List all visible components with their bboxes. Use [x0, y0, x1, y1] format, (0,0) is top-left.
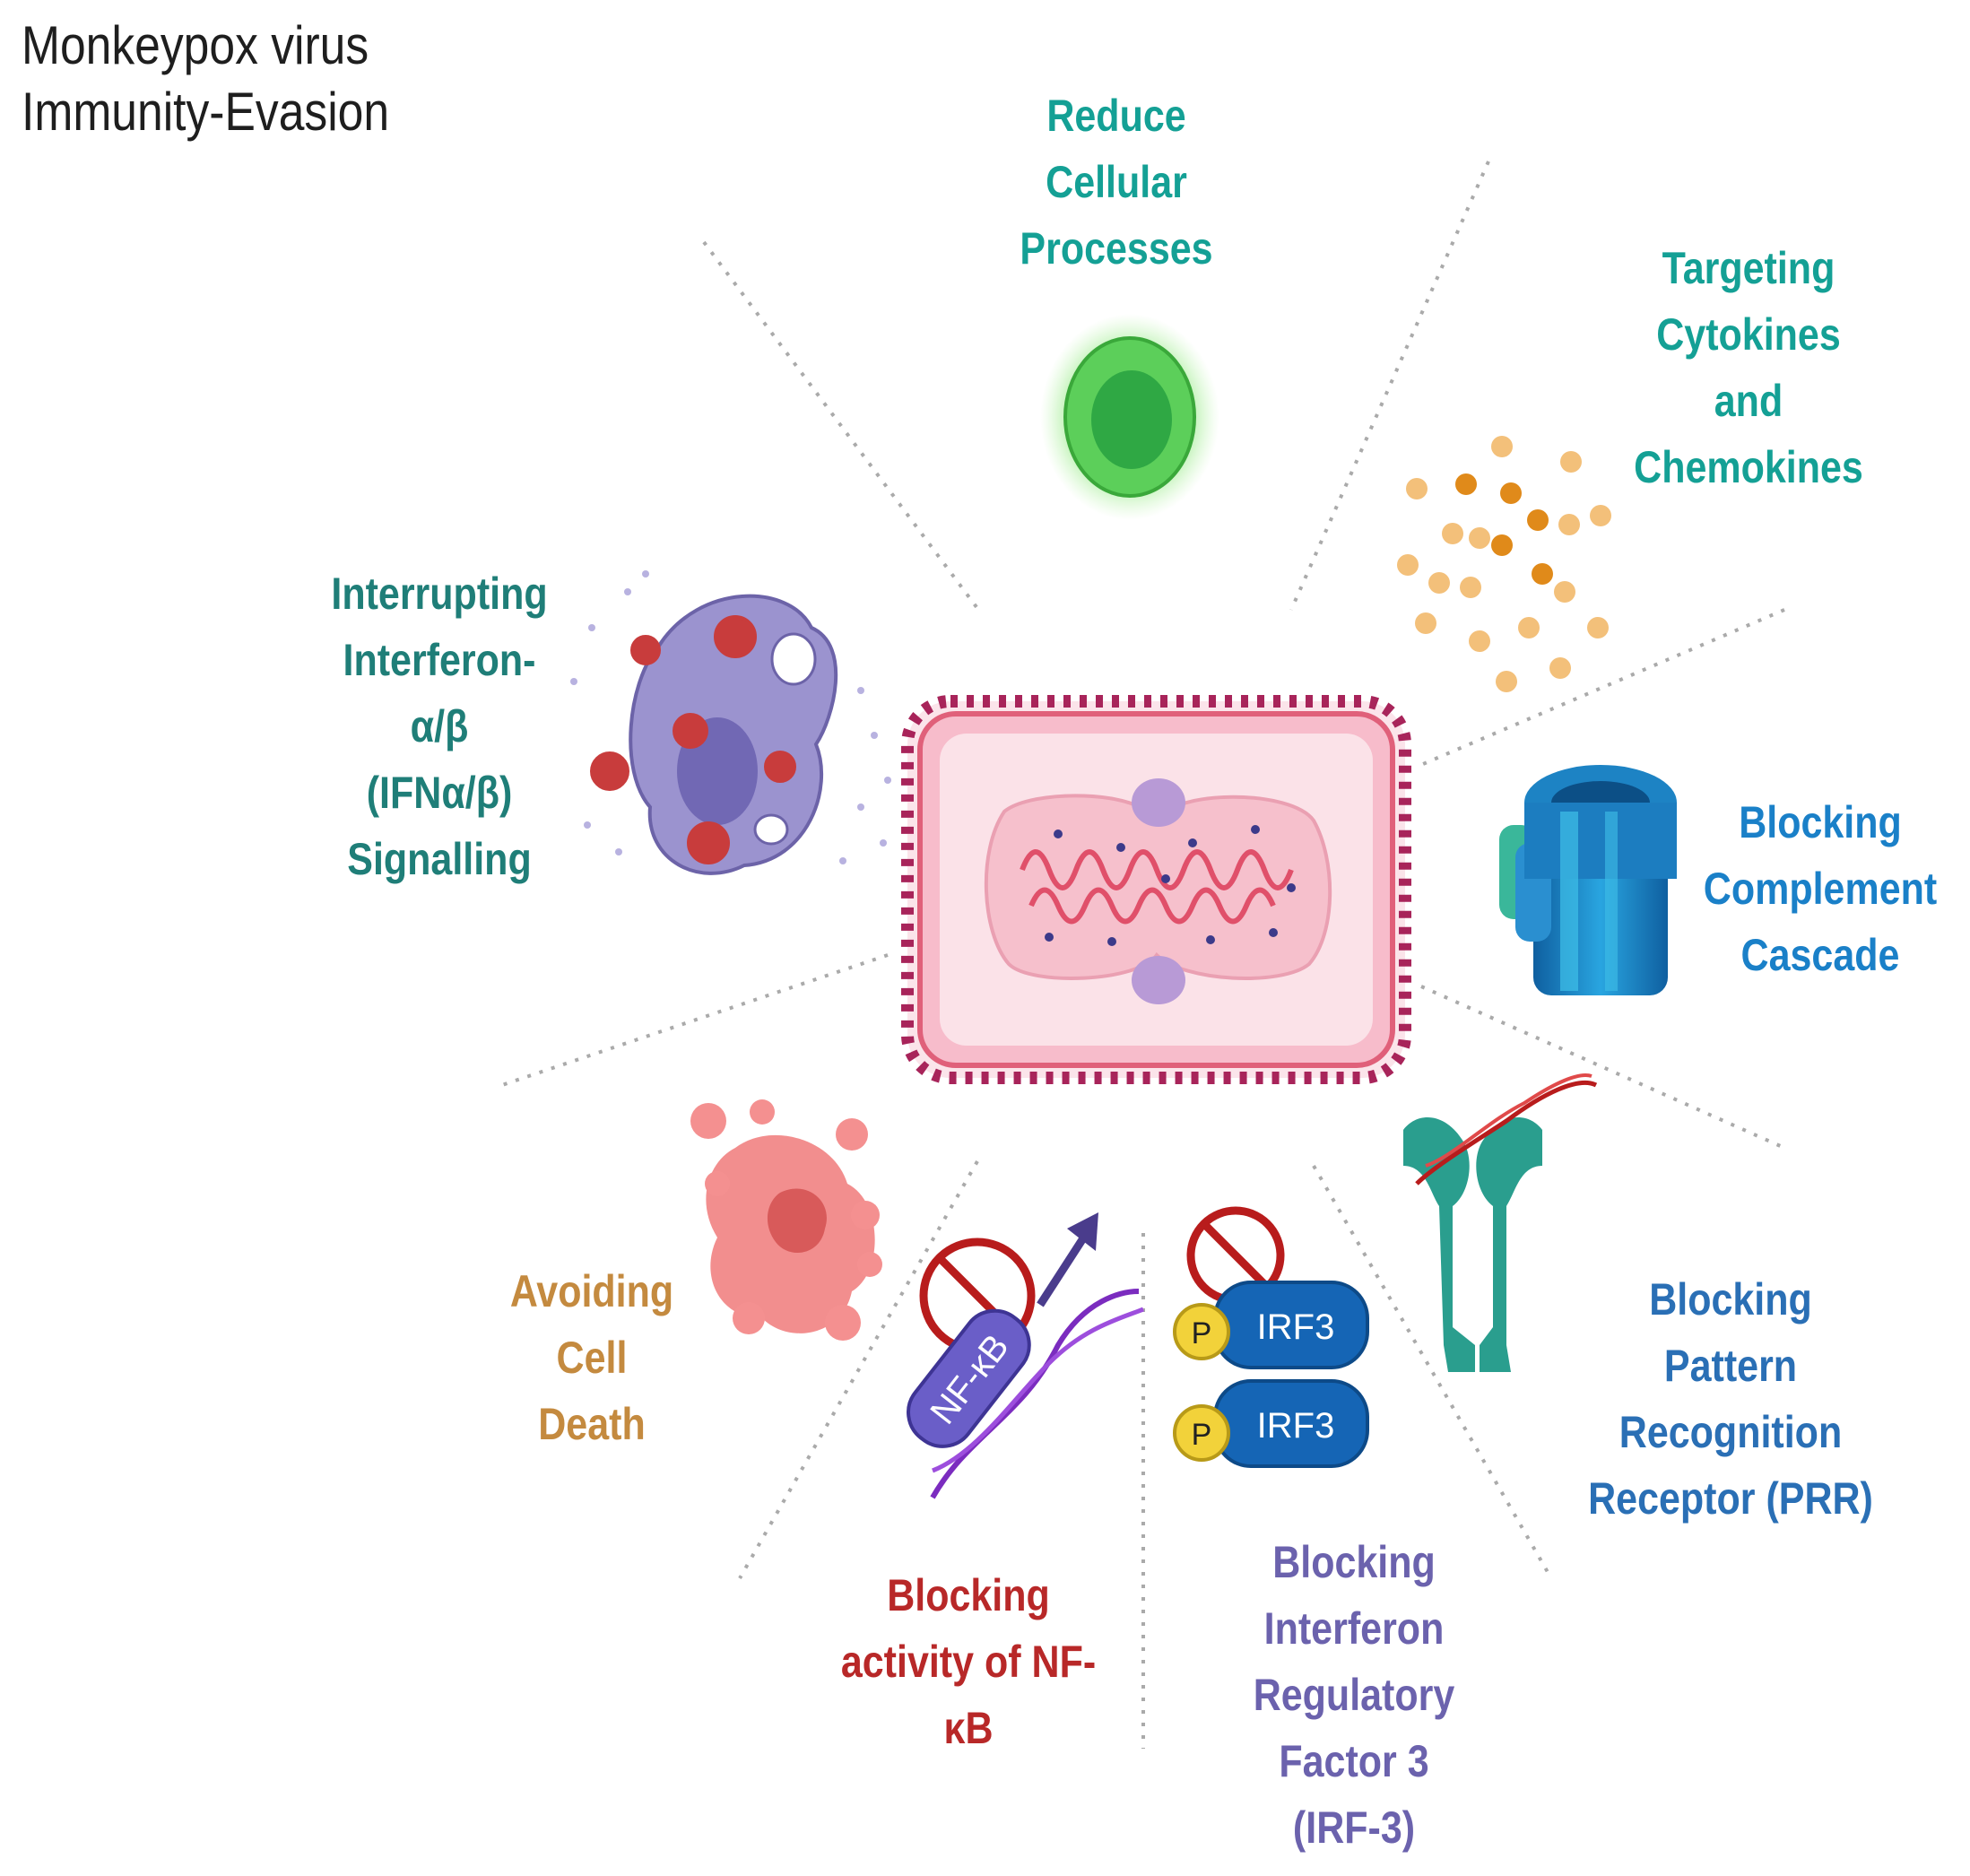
label-line: Death [538, 1399, 646, 1449]
immune-cell-icon [1040, 314, 1219, 520]
label-blocking-complement: Blocking Complement Cascade [1689, 789, 1951, 988]
label-line: Cell [556, 1333, 628, 1383]
irf3-bottom-label: IRF3 [1257, 1406, 1335, 1446]
label-line: Factor 3 [1279, 1736, 1429, 1786]
label-avoiding-cell-death: Avoiding Cell Death [484, 1258, 700, 1457]
label-blocking-irf3: Blocking Interferon Regulatory Factor 3 … [1223, 1529, 1485, 1861]
label-line: Cellular [1046, 157, 1187, 207]
label-line: (IRF-3) [1292, 1802, 1416, 1853]
divider-line [702, 240, 984, 616]
divider-line [738, 1160, 979, 1579]
label-line: and [1714, 376, 1783, 426]
label-line: Cytokines [1656, 309, 1841, 360]
divider-line [1312, 1165, 1553, 1579]
label-line: α/β [410, 701, 469, 751]
central-cell-icon [901, 695, 1411, 1084]
label-line: κB [943, 1703, 994, 1753]
label-line: Interferon- [343, 635, 536, 685]
label-line: Blocking [1739, 797, 1902, 847]
label-line: Chemokines [1634, 442, 1863, 492]
label-line: Complement [1703, 864, 1938, 914]
label-targeting-cytokines: Targeting Cytokines and Chemokines [1610, 235, 1888, 500]
label-line: Blocking [887, 1570, 1050, 1620]
prr-receptor-icon [1403, 1073, 1598, 1372]
irf3-top-label: IRF3 [1257, 1307, 1335, 1347]
label-interrupting-ifn: Interrupting Interferon- α/β (IFNα/β) Si… [300, 560, 578, 892]
phospho-top-label: P [1192, 1316, 1212, 1351]
divider-line [501, 953, 889, 1087]
infected-cell-icon [570, 570, 891, 875]
divider-lines [501, 161, 1785, 1749]
divider-line [1289, 161, 1490, 611]
label-line: Blocking [1272, 1537, 1436, 1587]
label-blocking-prr: Blocking Pattern Recognition Receptor (P… [1584, 1266, 1878, 1532]
complement-channel-icon [1499, 765, 1677, 995]
label-line: Signalling [347, 834, 532, 884]
phospho-bottom-label: P [1192, 1418, 1212, 1452]
title-line-2: Immunity-Evasion [22, 82, 390, 142]
dying-cell-icon [690, 1099, 882, 1341]
label-line: Reduce [1046, 91, 1186, 141]
label-line: Processes [1020, 223, 1213, 274]
label-line: Targeting [1662, 243, 1835, 293]
label-line: Interferon [1263, 1603, 1445, 1654]
diagram-title: Monkeypox virus Immunity-Evasion [22, 13, 389, 145]
label-line: activity of NF- [840, 1637, 1097, 1687]
cytokines-icon [1397, 436, 1611, 692]
divider-line [1420, 985, 1785, 1150]
label-line: Receptor (PRR) [1588, 1473, 1873, 1524]
label-line: Blocking [1649, 1274, 1812, 1324]
label-blocking-nfkb: Blocking activity of NF- κB [829, 1562, 1107, 1761]
label-line: Recognition [1619, 1407, 1843, 1457]
irf3-icon: P P IRF3 IRF3 [1173, 1206, 1369, 1468]
title-line-1: Monkeypox virus [22, 15, 369, 75]
label-line: Pattern [1663, 1341, 1798, 1391]
label-reduce-cellular-processes: Reduce Cellular Processes [974, 83, 1259, 282]
label-line: Avoiding [509, 1266, 674, 1316]
label-line: Interrupting [331, 569, 548, 619]
nfkb-icon: NF-κB [907, 1212, 1144, 1499]
label-line: (IFNα/β) [366, 768, 513, 818]
label-line: Cascade [1740, 930, 1900, 980]
label-line: Regulatory [1253, 1670, 1455, 1720]
